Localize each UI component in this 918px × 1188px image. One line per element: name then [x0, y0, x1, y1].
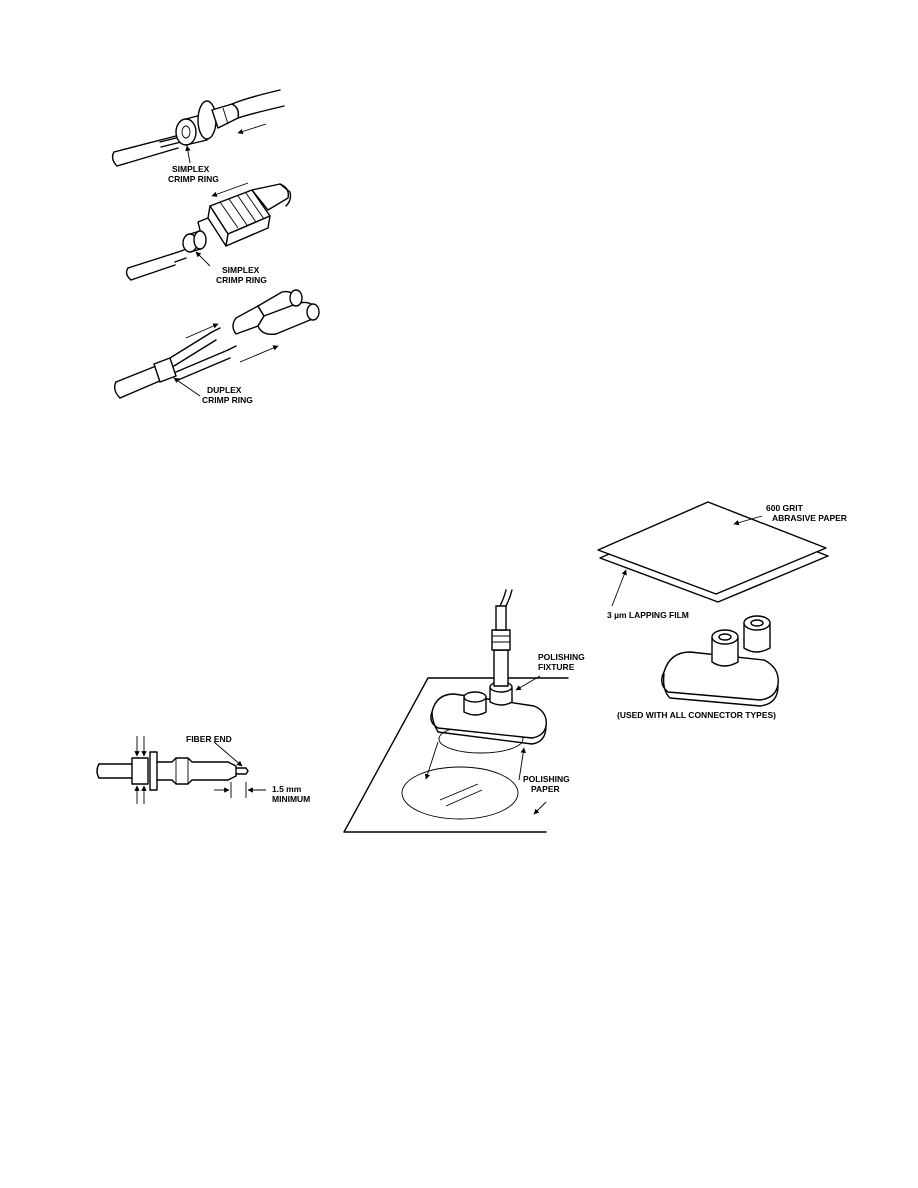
lapping-film-label: 3 µm LAPPING FILM [607, 610, 689, 620]
simplex-label-2-line-2: CRIMP RING [216, 275, 267, 285]
simplex-connector-figure-1: SIMPLEX CRIMP RING [111, 89, 285, 184]
polishing-fixture-label-line-1: POLISHING [538, 652, 585, 662]
min-length-label-line-2: MINIMUM [272, 794, 310, 804]
used-with-all-label: (USED WITH ALL CONNECTOR TYPES) [617, 710, 776, 720]
abrasive-paper-figure: 600 GRIT ABRASIVE PAPER 3 µm LAPPING FIL… [597, 501, 847, 720]
polishing-fixture-label-line-2: FIXTURE [538, 662, 575, 672]
polishing-paper-label-line-2: PAPER [531, 784, 560, 794]
simplex-label-2-line-1: SIMPLEX [222, 265, 260, 275]
fiber-end-figure: FIBER END 1.5 mm MINIMUM [96, 734, 310, 804]
duplex-connector-figure: DUPLEX CRIMP RING [113, 289, 320, 405]
polishing-fixture-figure: POLISHING FIXTURE POLISHING PAPER [343, 589, 585, 833]
polishing-paper-label-line-1: POLISHING [523, 774, 570, 784]
min-length-label-line-1: 1.5 mm [272, 784, 302, 794]
simplex-connector-figure-2: SIMPLEX CRIMP RING [125, 182, 292, 285]
fiber-end-label: FIBER END [186, 734, 232, 744]
duplex-label-line-2: CRIMP RING [202, 395, 253, 405]
duplex-label-line-1: DUPLEX [207, 385, 242, 395]
abrasive-paper-label-line-1: 600 GRIT [766, 503, 804, 513]
abrasive-paper-label-line-2: ABRASIVE PAPER [772, 513, 847, 523]
simplex-label-1-line-2: CRIMP RING [168, 174, 219, 184]
simplex-label-1-line-1: SIMPLEX [172, 164, 210, 174]
